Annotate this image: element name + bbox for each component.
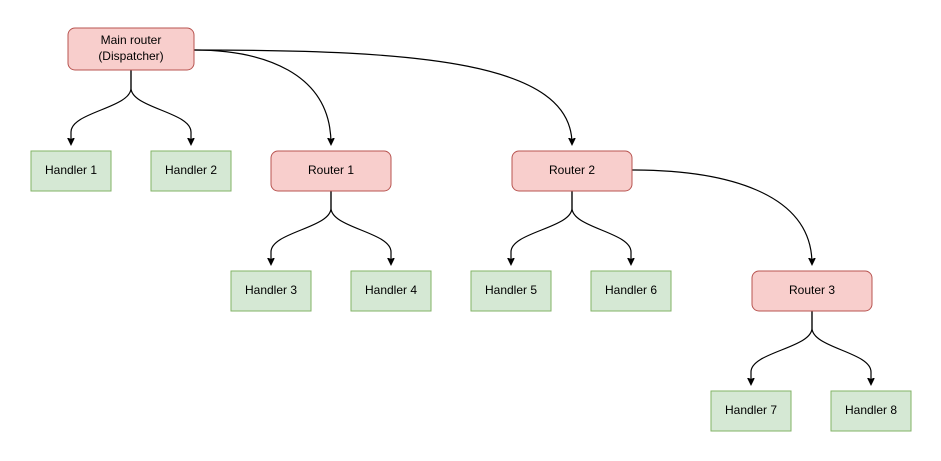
edge-main-to-router-2[interactable]: [193, 49, 572, 144]
node-box-handler-7[interactable]: [710, 390, 792, 432]
node-label-handler-7: Handler 7: [725, 403, 777, 417]
node-label-router-3: Router 3: [789, 283, 835, 297]
node-box-handler-1[interactable]: [30, 150, 112, 192]
node-router-2[interactable]: Router 2: [511, 150, 633, 192]
node-box-router-3[interactable]: [751, 270, 873, 312]
node-handler-2[interactable]: Handler 2: [150, 150, 232, 192]
node-main-router[interactable]: Main router (Dispatcher): [67, 27, 195, 71]
edge-router-1-to-handler-4[interactable]: [330, 190, 391, 264]
node-label-handler-4: Handler 4: [365, 283, 417, 297]
edge-router-3-to-handler-7[interactable]: [751, 310, 813, 384]
node-label-handler-5: Handler 5: [485, 283, 537, 297]
node-label-handler-8: Handler 8: [845, 403, 897, 417]
edge-router-2-to-handler-5[interactable]: [511, 190, 573, 264]
node-label-main-router: Main router: [101, 33, 162, 47]
node-handler-3[interactable]: Handler 3: [230, 270, 312, 312]
edge-main-to-handler-1[interactable]: [71, 69, 132, 144]
node-box-handler-5[interactable]: [470, 270, 552, 312]
node-handler-4[interactable]: Handler 4: [350, 270, 432, 312]
node-handler-1[interactable]: Handler 1: [30, 150, 112, 192]
edge-router-2-to-router-3[interactable]: [631, 169, 812, 264]
node-label-router-1: Router 1: [308, 163, 354, 177]
node-label-router-2: Router 2: [549, 163, 595, 177]
edge-router-3-to-handler-8[interactable]: [811, 310, 871, 384]
node-handler-6[interactable]: Handler 6: [590, 270, 672, 312]
node-handler-5[interactable]: Handler 5: [470, 270, 552, 312]
node-box-handler-2[interactable]: [150, 150, 232, 192]
node-router-3[interactable]: Router 3: [751, 270, 873, 312]
node-box-router-1[interactable]: [270, 150, 392, 192]
node-label-handler-3: Handler 3: [245, 283, 297, 297]
nodes-layer: Main router (Dispatcher) Handler 1 Handler …: [30, 27, 912, 432]
node-box-handler-8[interactable]: [830, 390, 912, 432]
node-label-handler-6: Handler 6: [605, 283, 657, 297]
edge-router-2-to-handler-6[interactable]: [571, 190, 631, 264]
node-router-1[interactable]: Router 1: [270, 150, 392, 192]
edge-main-to-router-1[interactable]: [193, 49, 331, 144]
node-box-handler-3[interactable]: [230, 270, 312, 312]
node-box-main-router[interactable]: [67, 27, 195, 71]
node-handler-8[interactable]: Handler 8: [830, 390, 912, 432]
edge-main-to-handler-2[interactable]: [130, 69, 191, 144]
node-box-handler-4[interactable]: [350, 270, 432, 312]
node-label-handler-1: Handler 1: [45, 163, 97, 177]
node-box-router-2[interactable]: [511, 150, 633, 192]
edge-router-1-to-handler-3[interactable]: [271, 190, 332, 264]
node-handler-7[interactable]: Handler 7: [710, 390, 792, 432]
edges-layer: [71, 49, 871, 384]
node-box-handler-6[interactable]: [590, 270, 672, 312]
node-label-handler-2: Handler 2: [165, 163, 217, 177]
node-label-main-router: (Dispatcher): [98, 49, 163, 63]
